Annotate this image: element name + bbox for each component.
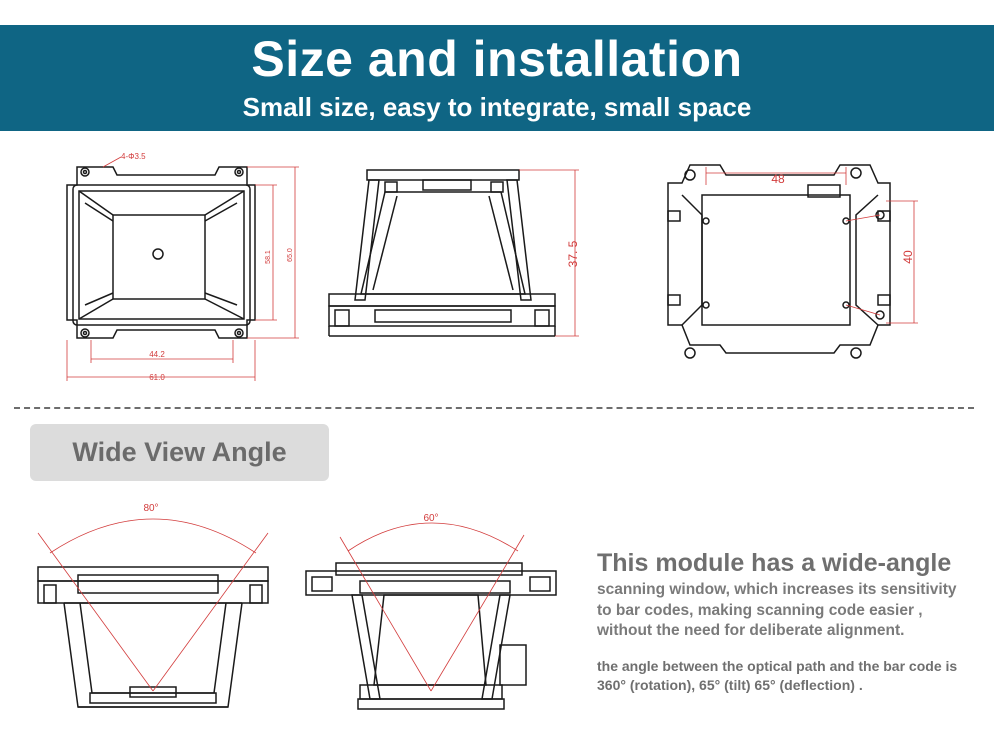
front-holes-label: 4-Φ3.5 bbox=[121, 152, 146, 161]
page-title: Size and installation bbox=[251, 31, 743, 87]
front-height-outer: 65.0 bbox=[287, 248, 294, 262]
front-height-inner: 58.1 bbox=[265, 250, 272, 264]
description-heading: This module has a wide-angle bbox=[597, 549, 952, 577]
angle-note-line: the angle between the optical path and t… bbox=[597, 658, 958, 674]
angle-view-right: 60° bbox=[305, 513, 557, 710]
right-angle-label: 60° bbox=[423, 513, 438, 524]
back-height-label: 40 bbox=[901, 250, 915, 264]
description-line: without the need for deliberate alignmen… bbox=[597, 622, 905, 639]
back-view-drawing: 48 40 bbox=[667, 164, 918, 359]
page-subtitle: Small size, easy to integrate, small spa… bbox=[242, 92, 752, 122]
section-divider bbox=[14, 407, 974, 409]
front-view-drawing: 4-Φ3.5 58.1 65.0 44.2 61.0 bbox=[66, 152, 299, 382]
section-label: Wide View Angle bbox=[30, 424, 329, 481]
left-angle-label: 80° bbox=[143, 503, 158, 514]
side-view-drawing: 37. 5 bbox=[328, 169, 580, 337]
header-banner: Size and installation Small size, easy t… bbox=[0, 25, 994, 131]
back-width-label: 48 bbox=[771, 172, 785, 186]
side-height-label: 37. 5 bbox=[566, 240, 580, 267]
front-width-inner: 44.2 bbox=[149, 350, 165, 359]
angle-note-line: 360° (rotation), 65° (tilt) 65° (deflect… bbox=[597, 677, 863, 693]
description-line: scanning window, which increases its sen… bbox=[597, 581, 957, 598]
description-line: to bar codes, making scanning code easie… bbox=[597, 602, 923, 619]
front-width-outer: 61.0 bbox=[149, 373, 165, 382]
angle-view-left: 80° bbox=[37, 503, 269, 708]
